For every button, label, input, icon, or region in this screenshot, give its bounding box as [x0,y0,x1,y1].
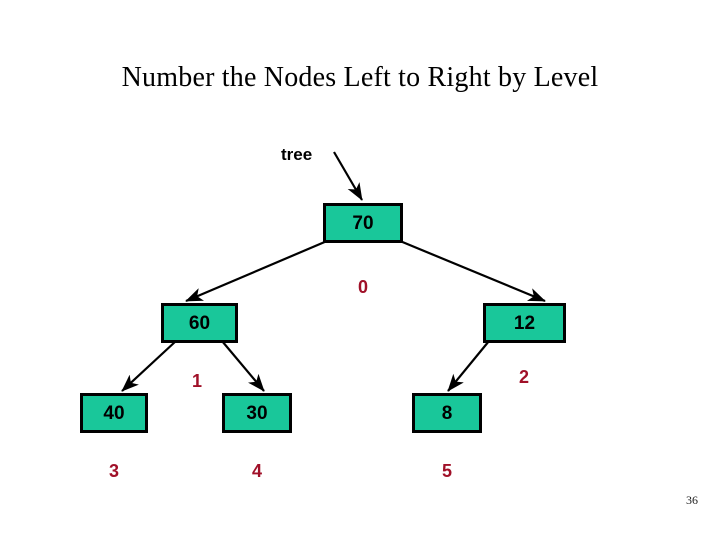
tree-node-root: 70 [323,203,403,243]
tree-node-n12: 12 [483,303,566,343]
tree-node-index-root: 0 [357,277,368,297]
tree-node-n30: 30 [222,393,292,433]
tree-node-n8: 8 [412,393,482,433]
tree-node-index-n12: 2 [518,367,529,387]
tree-edge-n60-to-n40 [121,340,177,392]
tree-edge-n60-to-n30 [221,340,265,392]
tree-node-index-n60: 1 [191,371,202,391]
tree-edge-root-to-n12 [399,239,546,303]
tree-node-index-n8: 5 [441,461,452,481]
tree-pointer-label: tree [281,145,313,164]
tree-edge-n12-to-n8 [447,340,490,392]
tree-node-n40: 40 [80,393,148,433]
page-number: 36 [686,493,698,507]
tree-edge-root-to-n60 [185,239,328,303]
tree-node-index-n30: 4 [251,461,262,481]
tree-node-n60: 60 [161,303,238,343]
page-title: Number the Nodes Left to Right by Level [121,62,599,93]
tree-label-arrow-icon [333,151,363,201]
tree-node-index-n40: 3 [108,461,119,481]
